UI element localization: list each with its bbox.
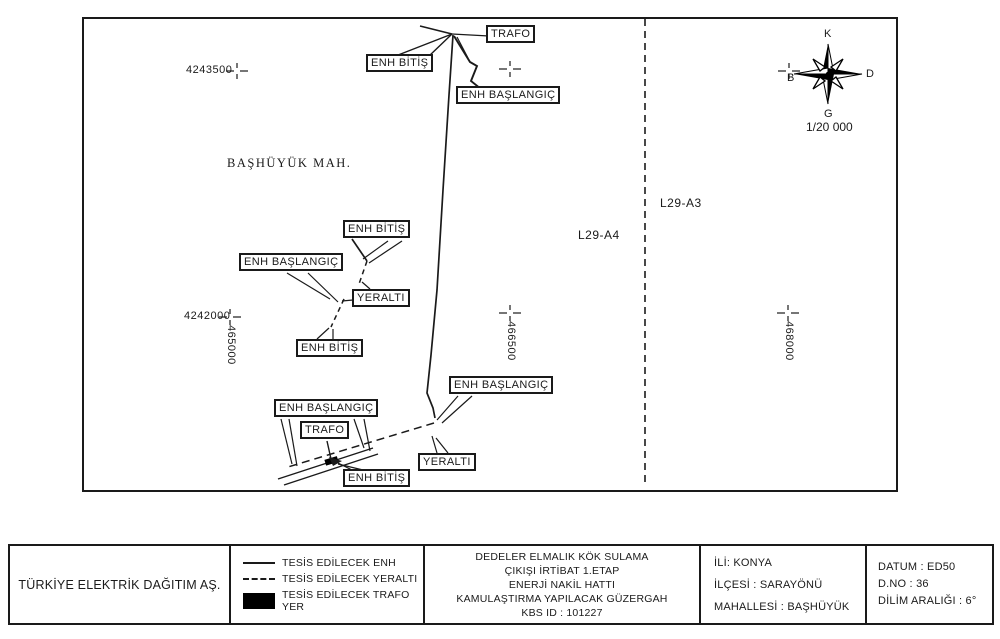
callout-enh-bitis-mid2: ENH BİTİŞ [296, 339, 364, 357]
district-label: İLÇESİ : SARAYÖNÜ [714, 578, 823, 591]
legend-row-yeralti: TESİS EDİLECEK YERALTI [243, 573, 423, 585]
datum-label: DATUM : ED50 [878, 561, 956, 573]
legend-cell: TESİS EDİLECEK ENH TESİS EDİLECEK YERALT… [231, 546, 425, 623]
compass-south-label: G [824, 108, 833, 120]
grid-label-northing-bottom: 4242000 [184, 310, 231, 322]
project-line-1: DEDELER ELMALIK KÖK SULAMA [475, 550, 649, 563]
legend-row-trafo: TESİS EDİLECEK TRAFO YER [243, 589, 423, 613]
project-line-2: ÇIKIŞI İRTİBAT 1.ETAP [504, 564, 620, 577]
company-name: TÜRKİYE ELEKTRİK DAĞITIM AŞ. [18, 577, 221, 592]
project-line-5: KBS ID : 101227 [521, 606, 603, 619]
compass-north-label: K [824, 28, 832, 40]
callout-enh-baslangic-top: ENH BAŞLANGIÇ [456, 86, 561, 104]
callout-yeralti-mid: YERALTI [352, 289, 410, 307]
solid-line-icon [243, 561, 275, 564]
dashed-line-icon [243, 577, 275, 580]
legend-label: TESİS EDİLECEK ENH [282, 556, 396, 569]
legend-label: TESİS EDİLECEK YERALTI [282, 572, 418, 585]
neighbourhood-label: MAHALLESİ : BAŞHÜYÜK [714, 600, 850, 613]
filled-rect-icon [243, 592, 275, 609]
callout-enh-bitis-mid: ENH BİTİŞ [343, 220, 411, 238]
province-label: İLİ: KONYA [714, 556, 773, 569]
project-line-3: ENERJİ NAKİL HATTI [508, 578, 616, 591]
project-cell: DEDELER ELMALIK KÖK SULAMA ÇIKIŞI İRTİBA… [425, 546, 701, 623]
legend-label: TESİS EDİLECEK TRAFO YER [282, 588, 410, 613]
sheet-label-left: L29-A4 [578, 228, 620, 242]
grid-label-easting-right: 468000 [783, 321, 795, 361]
title-block: TÜRKİYE ELEKTRİK DAĞITIM AŞ. TESİS EDİLE… [8, 544, 994, 625]
grid-label-northing-top: 4243500 [186, 64, 233, 76]
callout-enh-baslangic-right: ENH BAŞLANGIÇ [449, 376, 554, 394]
callout-enh-bitis-top: ENH BİTİŞ [366, 54, 434, 72]
company-cell: TÜRKİYE ELEKTRİK DAĞITIM AŞ. [10, 546, 231, 623]
callout-trafo-top: TRAFO [486, 25, 536, 43]
compass-west-label: B [787, 72, 795, 84]
sheet-label-right: L29-A3 [660, 196, 702, 210]
compass-east-label: D [866, 68, 874, 80]
location-cell: İLİ: KONYA İLÇESİ : SARAYÖNÜ MAHALLESİ :… [701, 546, 867, 623]
callout-yeralti-bottom: YERALTI [418, 453, 476, 471]
region-label: BAŞHÜYÜK MAH. [227, 156, 352, 170]
zone-label: DİLİM ARALIĞI : 6° [878, 595, 977, 607]
callout-trafo-bottom: TRAFO [300, 421, 350, 439]
grid-label-easting-left: 465000 [225, 325, 237, 365]
datum-cell: DATUM : ED50 D.NO : 36 DİLİM ARALIĞI : 6… [867, 546, 986, 623]
callout-enh-bitis-bottom: ENH BİTİŞ [343, 469, 411, 487]
project-line-4: KAMULAŞTIRMA YAPILACAK GÜZERGAH [456, 592, 668, 605]
map-scale-label: 1/20 000 [806, 120, 853, 134]
dno-label: D.NO : 36 [878, 578, 929, 590]
grid-label-easting-mid: 466500 [505, 321, 517, 361]
callout-enh-baslangic-bottom: ENH BAŞLANGIÇ [274, 399, 379, 417]
callout-enh-baslangic-mid: ENH BAŞLANGIÇ [239, 253, 344, 271]
legend-row-enh: TESİS EDİLECEK ENH [243, 557, 423, 569]
